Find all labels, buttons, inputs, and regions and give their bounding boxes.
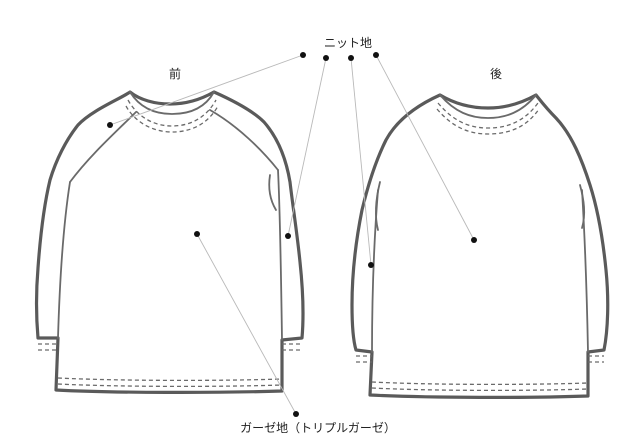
back-outline <box>350 93 610 399</box>
front-right-sleeve-seam <box>277 169 283 341</box>
label-knit: ニット地 <box>324 36 372 50</box>
front-raglan-right <box>209 109 279 171</box>
dot-back-sleeve <box>368 262 374 268</box>
front-left-sleeve-seam <box>57 181 71 339</box>
dot-gauze <box>293 411 299 417</box>
label-front: 前 <box>169 66 181 81</box>
dot-knit-1 <box>300 52 306 58</box>
leader-knit-back-sleeve <box>350 57 372 266</box>
marker-dots <box>107 52 477 417</box>
front-hem-stitch <box>57 377 283 382</box>
back-neck-stitch-2 <box>436 108 540 135</box>
front-neckband <box>129 91 215 115</box>
leader-knit-front-raglan <box>109 54 304 126</box>
back-neckband <box>439 94 537 119</box>
leader-knit-front-sleeve <box>287 57 327 237</box>
back-garment <box>350 93 610 399</box>
dot-front-sleeve <box>285 233 291 239</box>
dot-front-body <box>194 231 200 237</box>
back-hem-stitch <box>371 381 589 386</box>
dot-knit-2 <box>323 55 329 61</box>
leader-gauze <box>196 233 297 415</box>
front-neck-stitch <box>127 99 217 127</box>
front-neck-stitch-2 <box>125 105 219 133</box>
leader-lines <box>109 54 475 415</box>
back-right-side-seam <box>581 189 589 353</box>
back-right-armhole <box>579 184 586 229</box>
label-gauze: ガーゼ地（トリプルガーゼ） <box>240 421 396 435</box>
dot-back-body <box>471 237 477 243</box>
back-hem-stitch-2 <box>371 387 589 392</box>
back-neck-stitch <box>437 102 539 129</box>
front-right-armhole <box>268 174 277 211</box>
front-hem-stitch-2 <box>57 383 283 388</box>
label-back: 後 <box>490 67 502 81</box>
back-left-side-seam <box>371 189 379 353</box>
dot-knit-3 <box>348 55 354 61</box>
front-garment <box>34 90 305 394</box>
dot-knit-4 <box>373 52 379 58</box>
leader-knit-back-body <box>375 54 475 241</box>
front-outline <box>34 90 305 394</box>
dot-front-raglan <box>107 122 113 128</box>
